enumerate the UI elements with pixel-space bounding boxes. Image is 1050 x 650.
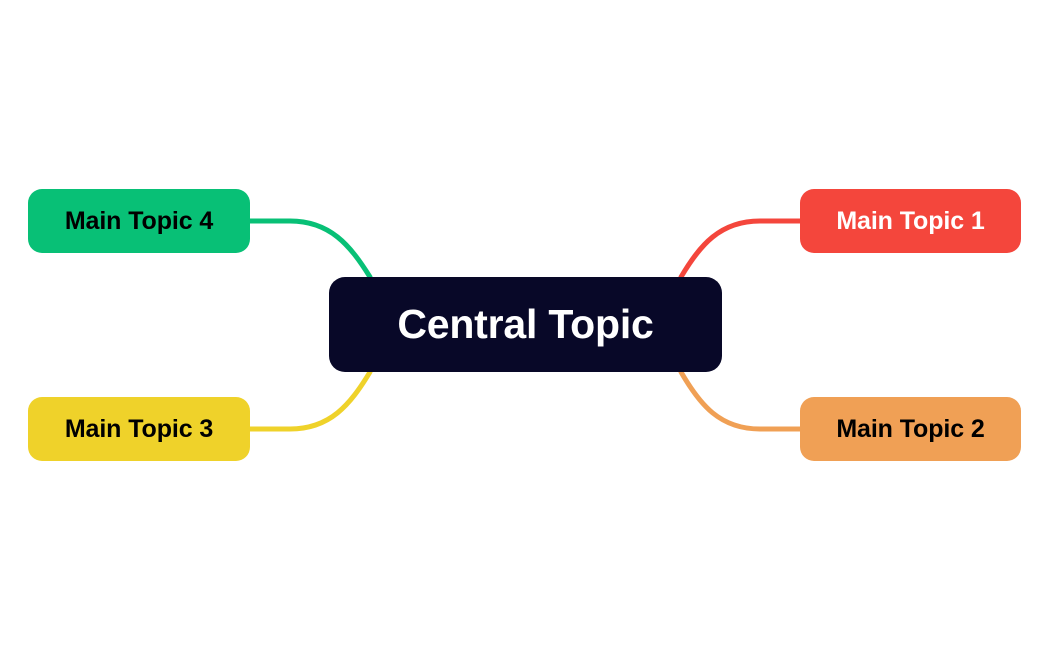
node-label-main-topic-4: Main Topic 4 bbox=[64, 206, 214, 235]
node-main-topic-1[interactable]: Main Topic 1 bbox=[800, 189, 1021, 253]
node-central-topic[interactable]: Central Topic bbox=[329, 277, 722, 372]
node-main-topic-2[interactable]: Main Topic 2 bbox=[800, 397, 1021, 461]
connector-main-topic-2 bbox=[678, 369, 809, 432]
connector-main-topic-1 bbox=[678, 218, 809, 280]
node-main-topic-4[interactable]: Main Topic 4 bbox=[28, 189, 250, 253]
node-label-central-topic: Central Topic bbox=[397, 301, 654, 347]
node-label-main-topic-2: Main Topic 2 bbox=[836, 414, 985, 443]
node-label-main-topic-1: Main Topic 1 bbox=[836, 206, 985, 235]
node-label-main-topic-3: Main Topic 3 bbox=[64, 414, 214, 443]
connector-main-topic-4 bbox=[241, 218, 373, 280]
node-main-topic-3[interactable]: Main Topic 3 bbox=[28, 397, 250, 461]
connector-main-topic-3 bbox=[241, 369, 373, 432]
